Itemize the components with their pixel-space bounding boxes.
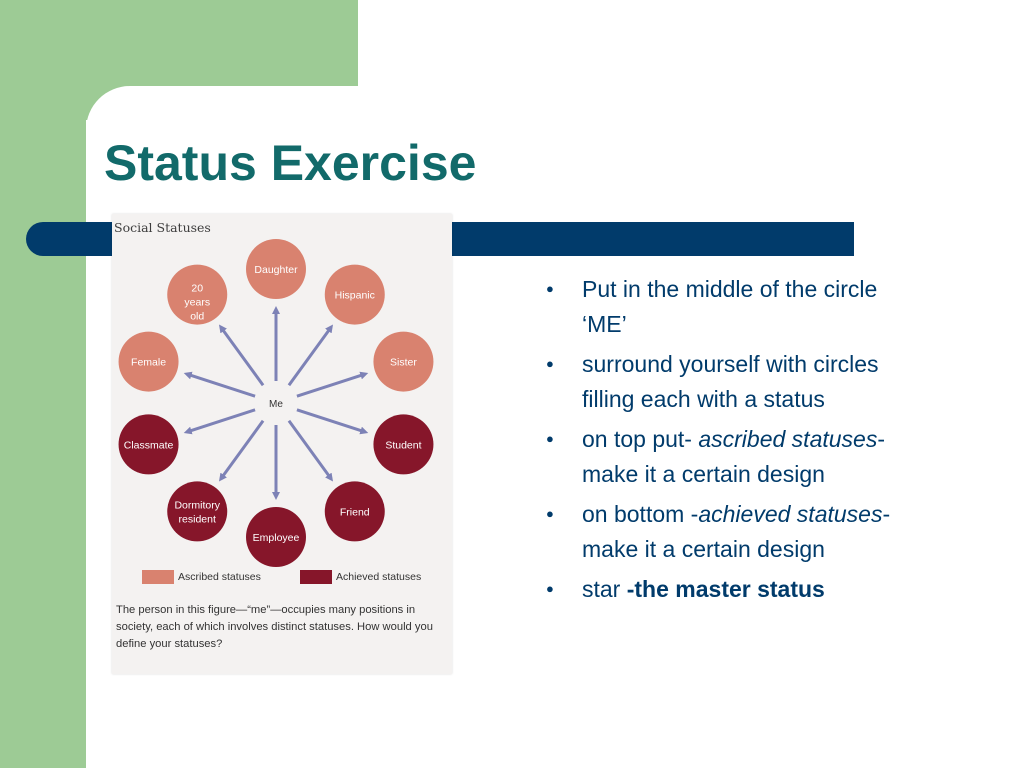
figure-heading: Social Statuses: [114, 220, 211, 235]
bullet-text: star: [582, 576, 627, 602]
status-circle: [246, 239, 306, 299]
bullet-text: on bottom -: [582, 501, 699, 527]
status-circle: [167, 264, 228, 325]
status-circle: [373, 331, 434, 392]
status-label: Sister: [390, 357, 417, 369]
bullet-text: -make it a certain design: [582, 426, 886, 487]
status-label: Friend: [340, 506, 370, 518]
status-arrow: [218, 419, 265, 482]
status-node: Hispanic: [324, 264, 385, 325]
bullet-text: -make it a certain design: [582, 501, 891, 562]
bullet-item: on bottom -achieved statuses-make it a c…: [546, 497, 923, 566]
status-circle: [324, 264, 385, 325]
status-label: Classmate: [124, 439, 174, 451]
status-node: Female: [118, 331, 179, 392]
status-label: Student: [385, 439, 421, 451]
status-node: Classmate: [118, 414, 179, 475]
status-arrow: [287, 324, 334, 387]
status-circle: [246, 507, 306, 567]
slide-title: Status Exercise: [104, 135, 477, 191]
legend-swatch-ascribed: [142, 570, 174, 584]
status-label: Employee: [253, 532, 300, 544]
status-arrow: [218, 324, 265, 387]
bullet-item: surround yourself with circles filling e…: [546, 347, 923, 416]
status-diagram: DaughterHispanicSisterStudentFriendEmplo…: [118, 239, 434, 567]
status-circle: [373, 414, 434, 475]
center-label: Me: [269, 399, 283, 410]
status-arrow: [296, 408, 369, 435]
status-arrow: [183, 408, 256, 435]
status-label: Daughter: [254, 264, 298, 276]
bullet-text: surround yourself with circles filling e…: [582, 351, 879, 412]
status-circle: [167, 481, 228, 542]
legend-ascribed: Ascribed statuses: [142, 570, 261, 584]
legend-achieved: Achieved statuses: [300, 570, 421, 584]
status-arrow: [296, 371, 369, 398]
bullet-text: achieved statuses: [698, 501, 883, 527]
legend-label-achieved: Achieved statuses: [336, 571, 422, 583]
legend-label-ascribed: Ascribed statuses: [178, 571, 261, 583]
status-node: Friend: [324, 481, 385, 542]
legend-swatch-achieved: [300, 570, 332, 584]
figure-caption: The person in this figure—“me”—occupies …: [116, 604, 433, 650]
decor-green-strip: [0, 0, 86, 768]
status-circle: [118, 331, 179, 392]
status-label: Female: [131, 357, 166, 369]
bullet-text: on top put-: [582, 426, 699, 452]
status-arrow: [183, 371, 256, 398]
status-arrow: [287, 419, 334, 482]
bullet-item: Put in the middle of the circle ‘ME’: [546, 272, 923, 341]
status-node: Sister: [373, 331, 434, 392]
bullet-list: Put in the middle of the circle ‘ME’ surr…: [546, 272, 923, 613]
status-circle: [324, 481, 385, 542]
status-node: Employee: [246, 507, 306, 567]
bullet-item: on top put- ascribed statuses-make it a …: [546, 422, 923, 491]
bullet-text: ascribed statuses: [698, 426, 878, 452]
status-circle: [118, 414, 179, 475]
bullet-text: Put in the middle of the circle ‘ME’: [582, 276, 878, 337]
status-node: Student: [373, 414, 434, 475]
status-node: Daughter: [246, 239, 306, 299]
bullet-text: -the master status: [626, 576, 825, 602]
bullet-item: star -the master status: [546, 572, 923, 607]
status-label: Hispanic: [335, 290, 375, 302]
